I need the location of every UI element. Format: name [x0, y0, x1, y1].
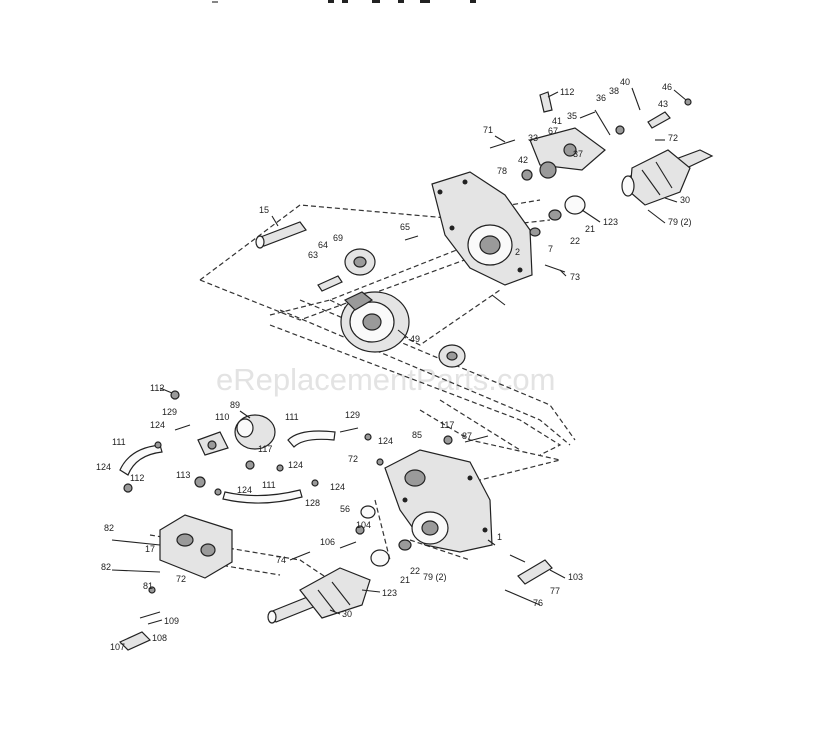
part-label: 82 — [104, 523, 114, 533]
hose-left — [119, 444, 163, 476]
part-label: 112 — [560, 87, 574, 97]
part-label: 104 — [356, 520, 371, 530]
part-label: 124 — [378, 436, 393, 446]
part-label: 41 — [552, 116, 562, 126]
part-label: 111 — [112, 437, 126, 447]
part-label: 40 — [620, 77, 630, 87]
part-label: 46 — [662, 82, 672, 92]
part-label: 82 — [101, 562, 111, 572]
part-label: 77 — [550, 586, 560, 596]
part-label: 124 — [237, 485, 252, 495]
part-label: 72 — [348, 454, 358, 464]
part-label: 21 — [400, 575, 410, 585]
part-label: 36 — [596, 93, 606, 103]
part-label: 124 — [288, 460, 303, 470]
part-label: 22 — [570, 236, 580, 246]
part-label: 123 — [382, 588, 397, 598]
part-label: 81 — [143, 581, 153, 591]
part-label: 67 — [548, 126, 558, 136]
part-label: 21 — [585, 224, 595, 234]
part-label: 111 — [262, 480, 276, 490]
part-label: 85 — [412, 430, 422, 440]
part-label: 123 — [603, 217, 618, 227]
part-label: 42 — [518, 155, 528, 165]
part-label: 63 — [308, 250, 318, 260]
part-label: 109 — [164, 616, 179, 626]
part-label: 71 — [483, 125, 493, 135]
part-label: 113 — [176, 470, 190, 480]
part-label: 69 — [333, 233, 343, 243]
part-label: 129 — [345, 410, 360, 420]
part-label: 65 — [400, 222, 410, 232]
part-label: 49 — [410, 334, 420, 344]
part-label: 30 — [680, 195, 690, 205]
part-label: 15 — [259, 205, 269, 215]
part-labels: 112 71 41 67 35 36 38 40 46 43 72 33 42 … — [96, 77, 692, 652]
part-label: 108 — [152, 633, 167, 643]
part-label: 87 — [462, 431, 472, 441]
part-label: 38 — [609, 86, 619, 96]
leader-lines — [147, 87, 687, 625]
part-label: 35 — [567, 111, 577, 121]
upper-transmission-group — [255, 91, 714, 368]
hose-lower — [222, 489, 303, 504]
part-label: 79 (2) — [668, 217, 692, 227]
input-shaft — [257, 221, 307, 247]
part-label: 110 — [215, 412, 229, 422]
part-label: 37 — [573, 149, 583, 159]
part-label: 72 — [668, 133, 678, 143]
lower-axle-hub — [299, 567, 371, 619]
watermark: eReplacementParts.com — [216, 362, 555, 397]
header-remnant — [212, 0, 476, 3]
part-label: 117 — [440, 420, 454, 430]
part-label: 7 — [548, 244, 553, 254]
part-label: 106 — [320, 537, 335, 547]
part-label: 33 — [528, 133, 538, 143]
part-label: 78 — [497, 166, 507, 176]
part-label: 1 — [497, 532, 502, 542]
part-label: 72 — [176, 574, 186, 584]
part-label: 117 — [258, 444, 272, 454]
part-label: 124 — [150, 420, 165, 430]
part-label: 76 — [533, 598, 543, 608]
part-label: 103 — [568, 572, 583, 582]
hose-middle — [287, 430, 336, 448]
part-label: 17 — [145, 544, 155, 554]
part-label: 128 — [305, 498, 320, 508]
part-label: 2 — [515, 247, 520, 257]
part-label: 64 — [318, 240, 328, 250]
part-label: 56 — [340, 504, 350, 514]
part-label: 124 — [96, 462, 111, 472]
part-label: 112 — [150, 383, 164, 393]
part-label: 73 — [570, 272, 580, 282]
part-label: 74 — [276, 555, 286, 565]
part-label: 124 — [330, 482, 345, 492]
part-label: 111 — [285, 412, 299, 422]
part-label: 43 — [658, 99, 668, 109]
part-label: 79 (2) — [423, 572, 447, 582]
lower-transmission-group — [267, 435, 553, 624]
hydraulic-pump-block — [159, 514, 233, 579]
part-label: 129 — [162, 407, 177, 417]
hydraulic-group — [111, 390, 372, 651]
part-label: 22 — [410, 566, 420, 576]
part-label: 112 — [130, 473, 144, 483]
part-label: 107 — [110, 642, 125, 652]
part-label: 30 — [342, 609, 352, 619]
part-label: 89 — [230, 400, 240, 410]
